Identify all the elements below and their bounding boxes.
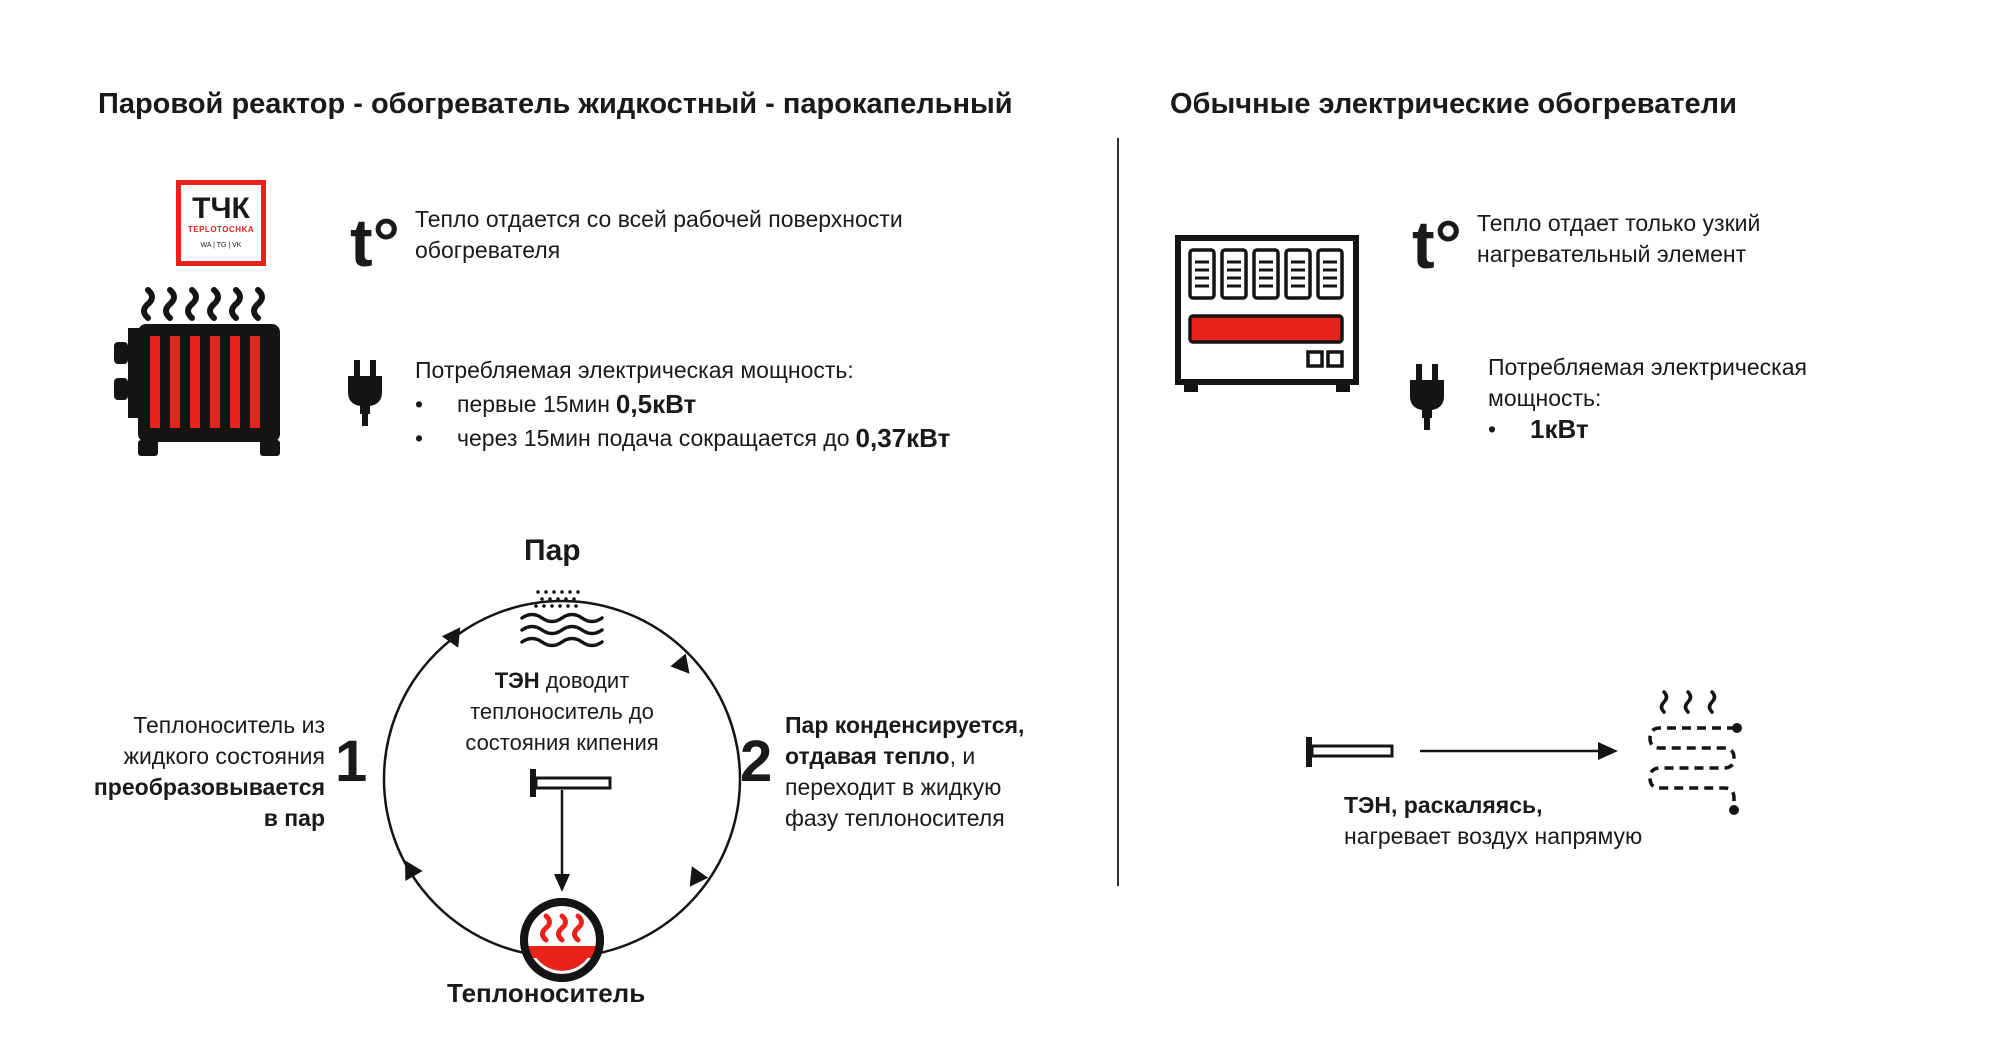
plug-icon-right <box>1410 364 1444 430</box>
oil-radiator-icon <box>114 287 280 456</box>
step-number-2: 2 <box>740 729 773 794</box>
right-power-block: Потребляемая электрическая мощность: • 1… <box>1488 354 1807 444</box>
cycle-arrow-bottom-left <box>405 860 423 881</box>
left-heat-text: Тепло отдается со всей рабочей поверхнос… <box>415 204 903 266</box>
electric-heater-icon <box>1175 235 1359 392</box>
left-heat-line-2: обогревателя <box>415 237 561 263</box>
cycle-arrow-top-right <box>670 653 690 674</box>
steam-label: Пар <box>524 534 581 567</box>
left-power-item-1: • первые 15мин 0,5кВт <box>415 389 697 419</box>
cycle-center-text: ТЭН доводит теплоноситель до состояния к… <box>465 668 659 755</box>
left-power-item-2: • через 15мин подача сокращается до 0,37… <box>415 423 951 453</box>
logo-main: ТЧК <box>192 192 250 225</box>
left-power-title: Потребляемая электрическая мощность: <box>415 357 854 383</box>
cycle-arrow-top-left <box>441 627 461 648</box>
step-2-text: Пар конденсируется, отдавая тепло, и пер… <box>785 712 1025 831</box>
down-arrow-head <box>554 874 570 892</box>
right-heat-text: Тепло отдает только узкий нагревательный… <box>1477 210 1761 267</box>
heating-element-icon-right <box>1306 737 1394 767</box>
logo-links: WA | TG | VK <box>200 242 242 249</box>
section-divider <box>1117 138 1119 886</box>
ten-air-text: ТЭН, раскаляясь, нагревает воздух напрям… <box>1344 792 1643 849</box>
plug-icon <box>348 360 382 426</box>
right-power-value: 1кВт <box>1530 414 1589 444</box>
heating-element-icon <box>530 769 612 797</box>
left-title: Паровой реактор - обогреватель жидкостны… <box>98 88 1013 120</box>
temperature-icon-right: t° <box>1412 207 1462 283</box>
power-value-1: 0,5кВт <box>615 389 697 419</box>
left-power-block: Потребляемая электрическая мощность: • п… <box>415 353 950 455</box>
hot-coil-icon <box>1648 690 1742 815</box>
cycle-arrow-bottom-right <box>689 866 709 887</box>
teplotochka-logo: ТЧК TEPLOTOCHKA WA | TG | VK <box>176 180 266 266</box>
temperature-icon: t° <box>350 205 400 281</box>
coolant-label: Теплоноситель <box>447 978 646 1008</box>
logo-sub: TEPLOTOCHKA <box>187 225 255 234</box>
step-1-text: Теплоноситель из жидкого состояния преоб… <box>93 712 325 831</box>
power-value-2: 0,37кВт <box>855 423 951 453</box>
right-title: Обычные электрические обогреватели <box>1170 88 1737 120</box>
left-heat-line-1: Тепло отдается со всей рабочей поверхнос… <box>415 206 903 232</box>
step-number-1: 1 <box>335 729 368 794</box>
center-ten: ТЭН <box>494 668 540 693</box>
steam-icon <box>520 590 604 648</box>
coolant-boil-icon <box>520 898 604 982</box>
right-arrow-head <box>1598 742 1618 760</box>
